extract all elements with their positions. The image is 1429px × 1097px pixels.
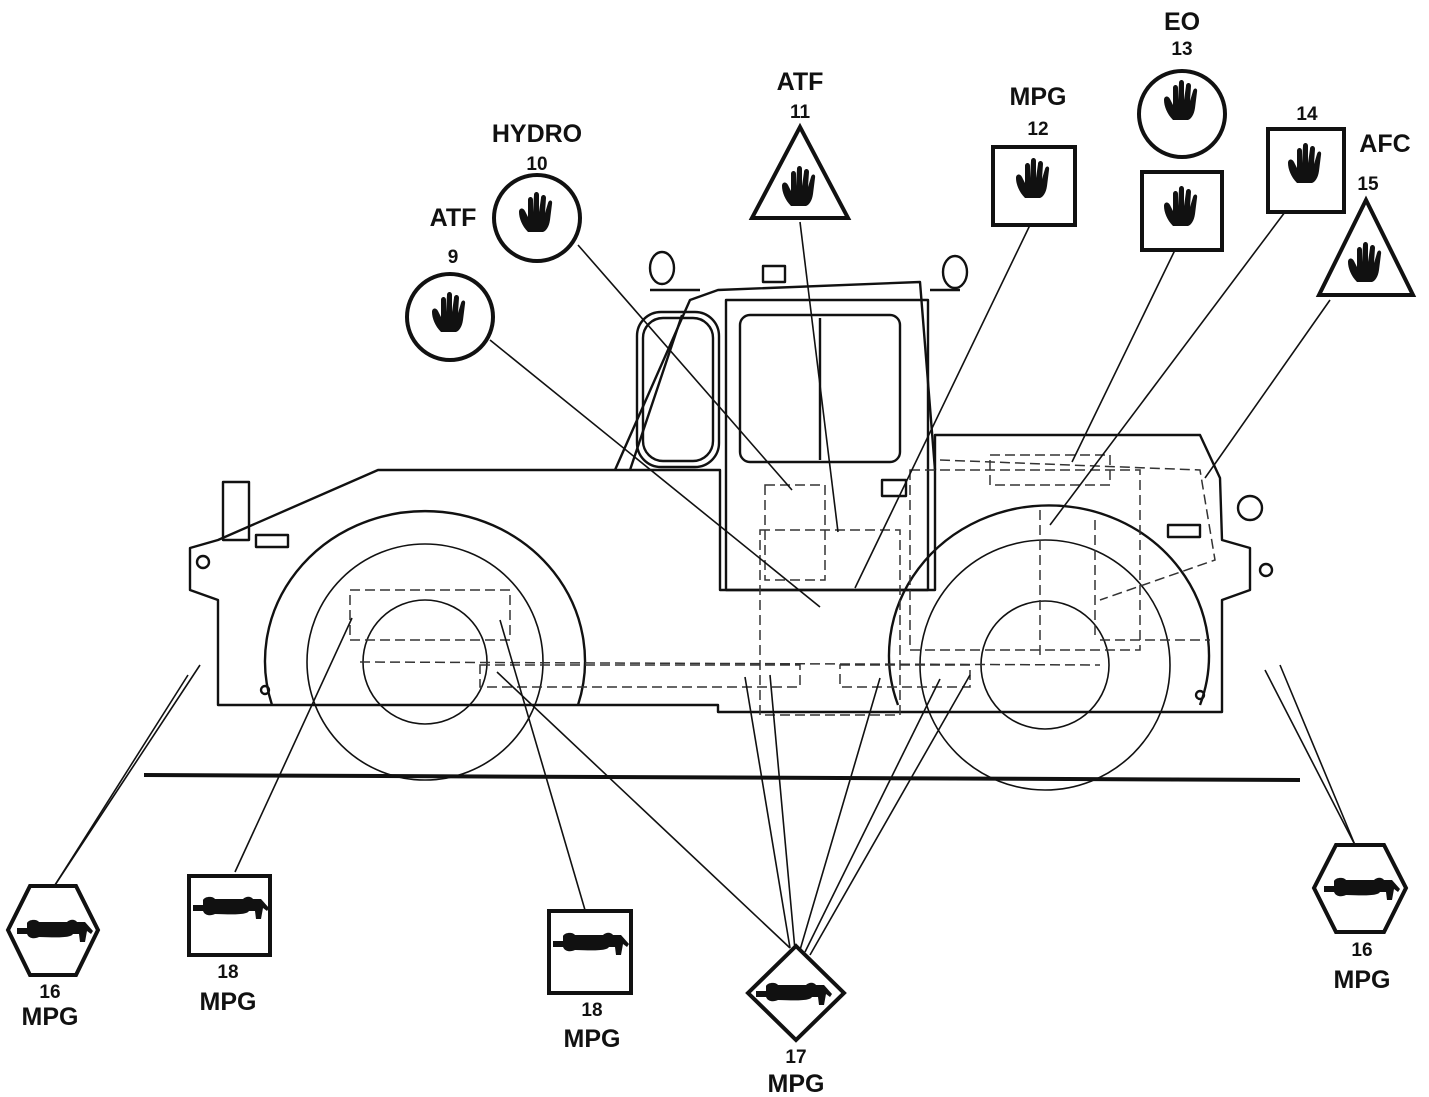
callout-16-mpg-right: 16 MPG xyxy=(1311,843,1409,994)
callout-12-mpg: MPG 12 xyxy=(991,83,1077,227)
lubricant-code: AFC xyxy=(1359,130,1410,158)
callout-11-atf: ATF 11 xyxy=(748,68,852,220)
lubricant-code: EO xyxy=(1164,8,1200,36)
lubricant-code: ATF xyxy=(777,68,824,96)
lubricant-code: MPG xyxy=(768,1070,825,1097)
callout-9-atf: ATF 9 xyxy=(405,204,495,362)
callout-number: 10 xyxy=(526,154,547,175)
callout-number: 14 xyxy=(1296,104,1318,125)
hidden-drivetrain xyxy=(349,454,1216,716)
callout-18-mpg-middle: 18 MPG xyxy=(547,909,633,1053)
callout-number: 17 xyxy=(785,1047,806,1068)
lubricant-code: MPG xyxy=(22,1003,79,1031)
callout-number: 16 xyxy=(1351,940,1372,961)
callout-number: 18 xyxy=(581,1000,602,1021)
lubricant-code: MPG xyxy=(200,988,257,1016)
callout-15-afc: AFC 15 xyxy=(1315,130,1417,297)
callout-16-mpg-left: 16 MPG xyxy=(5,884,101,1031)
callout-number: 16 xyxy=(39,982,60,1003)
callout-10-hydro: HYDRO 10 xyxy=(492,120,582,263)
lubricant-code: ATF xyxy=(430,204,477,232)
lubricant-code: MPG xyxy=(564,1025,621,1053)
callout-number: 9 xyxy=(448,247,459,268)
callout-17-mpg: 17 MPG xyxy=(745,943,847,1097)
callout-18-mpg-left: 18 MPG xyxy=(187,874,272,1016)
callout-number: 13 xyxy=(1171,39,1192,60)
leader-lines xyxy=(54,211,1356,956)
callout-number: 12 xyxy=(1027,119,1048,140)
lubricant-code: MPG xyxy=(1334,966,1391,994)
ground-line xyxy=(143,773,1301,782)
lubricant-code: HYDRO xyxy=(492,120,582,148)
callout-14: 14 xyxy=(1266,104,1346,214)
callout-number: 15 xyxy=(1357,174,1379,195)
tow-tractor-vehicle xyxy=(188,250,1274,791)
square-symbol xyxy=(1140,170,1224,252)
callout-number: 11 xyxy=(790,102,811,123)
callout-13-eo: EO 13 xyxy=(1137,8,1227,252)
lubricant-code: MPG xyxy=(1010,83,1067,111)
callout-number: 18 xyxy=(217,962,238,983)
